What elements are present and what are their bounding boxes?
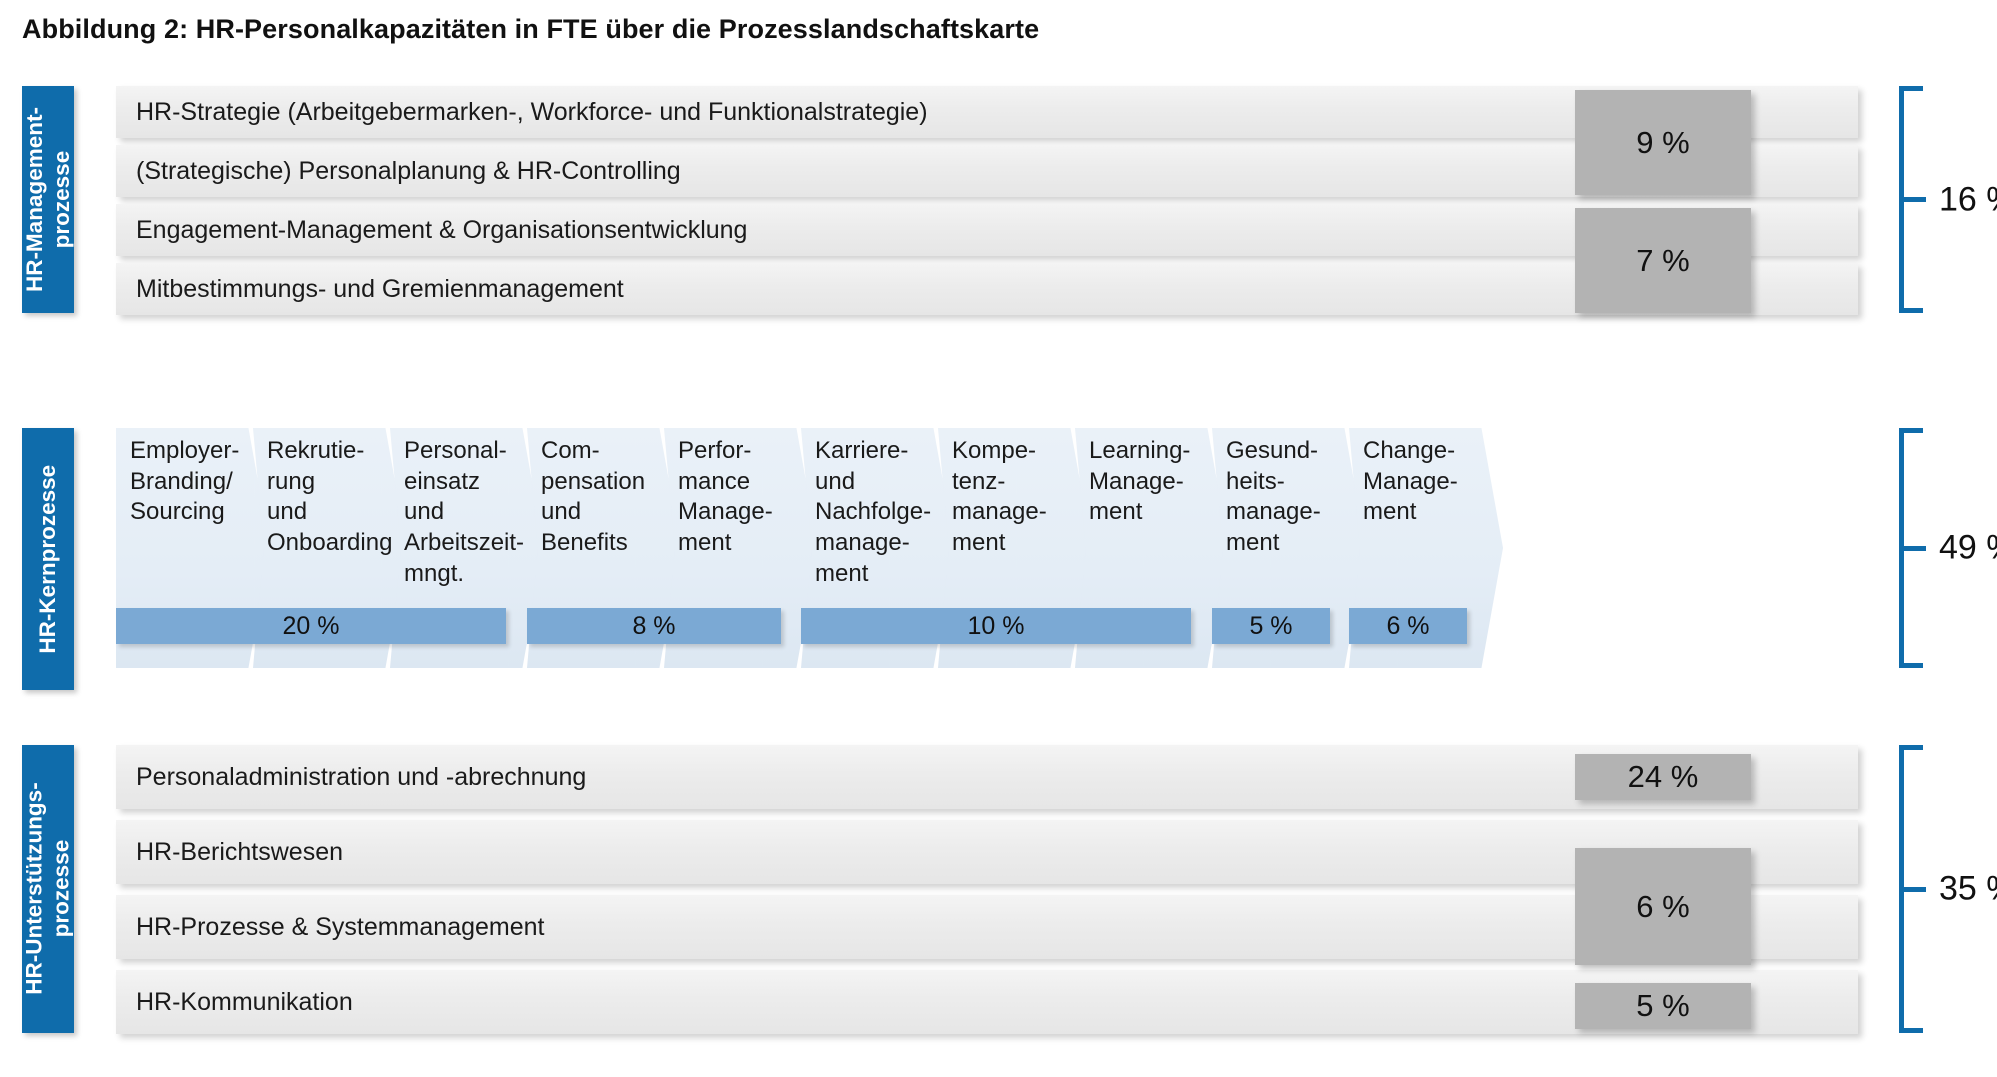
band-label-management-line1: HR-Management- xyxy=(21,106,47,293)
process-row-label: HR-Prozesse & Systemmanagement xyxy=(136,912,545,941)
bracket-core: 49 % xyxy=(1899,428,1997,668)
chevron-label: Learning- Manage- ment xyxy=(1089,437,1191,526)
percent-bar: 8 % xyxy=(527,608,781,644)
process-row[interactable]: (Strategische) Personalplanung & HR-Cont… xyxy=(116,145,1858,197)
chevron-label: Change- Manage- ment xyxy=(1363,437,1458,526)
process-row[interactable]: HR-Strategie (Arbeitgebermarken-, Workfo… xyxy=(116,86,1858,138)
bracket-cap-bottom xyxy=(1899,1028,1923,1033)
process-row[interactable]: Mitbestimmungs- und Gremienmanagement xyxy=(116,263,1858,315)
bracket-support: 35 % xyxy=(1899,745,1997,1033)
percent-box: 5 % xyxy=(1575,983,1751,1029)
process-row[interactable]: HR-Kommunikation xyxy=(116,970,1858,1034)
bracket-total: 35 % xyxy=(1939,869,1997,908)
process-row-label: Engagement-Management & Organisationsent… xyxy=(136,215,748,244)
process-row[interactable]: Engagement-Management & Organisationsent… xyxy=(116,204,1858,256)
percent-bar: 20 % xyxy=(116,608,506,644)
percent-bar: 6 % xyxy=(1349,608,1467,644)
band-label-management: HR-Management- prozesse xyxy=(21,86,74,313)
bracket-cap-top xyxy=(1899,428,1923,433)
chevron-label: Personal- einsatz und Arbeitszeit- mngt. xyxy=(404,437,525,587)
process-row[interactable]: HR-Berichtswesen xyxy=(116,820,1858,884)
chevron-label: Com- pensation und Benefits xyxy=(541,437,646,557)
percent-box: 24 % xyxy=(1575,754,1751,800)
bracket-total: 49 % xyxy=(1939,528,1997,567)
page-title: Abbildung 2: HR-Personalkapazitäten in F… xyxy=(22,14,1040,44)
band-label-support-line2: prozesse xyxy=(48,840,74,938)
bracket-line xyxy=(1899,745,1904,1033)
bracket-cap-top xyxy=(1899,745,1923,750)
chevron-label: Karriere- und Nachfolge- manage- ment xyxy=(815,437,932,587)
bracket-cap-bottom xyxy=(1899,308,1923,313)
percent-box: 6 % xyxy=(1575,848,1751,965)
chevron-label: Rekrutie- rung und Onboarding xyxy=(267,437,393,557)
bracket-tick xyxy=(1904,197,1926,202)
percent-bar: 5 % xyxy=(1212,608,1330,644)
bracket-management: 16 % xyxy=(1899,86,1997,313)
process-row-label: HR-Berichtswesen xyxy=(136,837,344,866)
process-row-label: Personaladministration und -abrechnung xyxy=(136,762,587,791)
bracket-cap-bottom xyxy=(1899,663,1923,668)
band-core: HR-Kernprozesse Employer- Branding/ Sour… xyxy=(0,428,1997,690)
band-label-core: HR-Kernprozesse xyxy=(22,428,74,690)
percent-box: 9 % xyxy=(1575,90,1751,195)
process-row[interactable]: Personaladministration und -abrechnung xyxy=(116,745,1858,809)
band-label-support-line1: HR-Unterstützungs- xyxy=(21,782,47,996)
chevron-label: Employer- Branding/ Sourcing xyxy=(130,437,240,526)
band-management: HR-Management- prozesse HR-Strategie (Ar… xyxy=(0,86,1997,315)
process-row[interactable]: HR-Prozesse & Systemmanagement xyxy=(116,895,1858,959)
process-row-label: HR-Kommunikation xyxy=(136,987,353,1016)
bracket-tick xyxy=(1904,886,1926,892)
band-label-core-text: HR-Kernprozesse xyxy=(34,464,60,654)
chevron-process[interactable]: Learning- Manage- ment xyxy=(1075,428,1229,668)
management-rows: HR-Strategie (Arbeitgebermarken-, Workfo… xyxy=(116,86,1870,315)
chevron-label: Perfor- mance Manage- ment xyxy=(678,437,773,557)
bracket-total: 16 % xyxy=(1939,180,1997,218)
band-support: HR-Unterstützungs- prozesse Personaladmi… xyxy=(0,745,1997,1034)
chevron-label: Gesund- heits- manage- ment xyxy=(1226,437,1321,557)
percent-bar: 10 % xyxy=(801,608,1191,644)
bracket-line xyxy=(1899,86,1904,313)
process-row-label: (Strategische) Personalplanung & HR-Cont… xyxy=(136,156,681,185)
band-label-support: HR-Unterstützungs- prozesse xyxy=(21,745,74,1033)
bracket-cap-top xyxy=(1899,86,1923,91)
bracket-line xyxy=(1899,428,1904,668)
process-row-label: Mitbestimmungs- und Gremienmanagement xyxy=(136,274,624,303)
core-chevrons: Employer- Branding/ Sourcing Rekrutie- r… xyxy=(116,428,1870,690)
support-rows: Personaladministration und -abrechnung H… xyxy=(116,745,1870,1034)
band-label-management-line2: prozesse xyxy=(48,150,74,249)
process-row-label: HR-Strategie (Arbeitgebermarken-, Workfo… xyxy=(136,97,928,126)
percent-box: 7 % xyxy=(1575,208,1751,313)
chevron-label: Kompe- tenz- manage- ment xyxy=(952,437,1047,557)
bracket-tick xyxy=(1904,545,1926,551)
